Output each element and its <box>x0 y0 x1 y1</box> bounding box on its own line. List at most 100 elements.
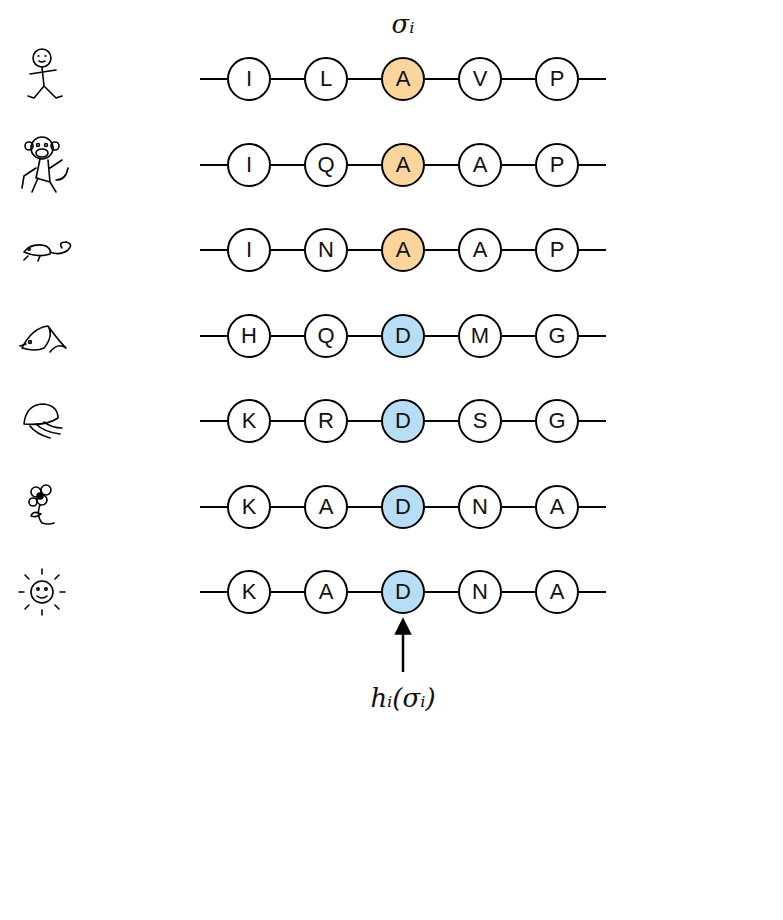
backbone-link <box>271 249 304 251</box>
residue-circle: A <box>458 143 502 187</box>
residue-circle: A <box>304 570 348 614</box>
residue-circle: S <box>458 399 502 443</box>
backbone-link <box>348 335 381 337</box>
backbone-link <box>271 506 304 508</box>
residue-letter: K <box>242 496 257 518</box>
residue-circle: A <box>535 570 579 614</box>
chain-ends <box>200 79 606 592</box>
backbone-link <box>502 335 535 337</box>
residue-letter: A <box>550 581 565 603</box>
residue-letter: K <box>242 581 257 603</box>
residue-letter: A <box>473 154 488 176</box>
residue-letter: S <box>473 410 488 432</box>
residue-letter: D <box>395 496 411 518</box>
residue-letter: V <box>473 68 488 90</box>
residue-letter: D <box>395 410 411 432</box>
residue-letter: P <box>550 239 565 261</box>
residue-letter: A <box>396 154 411 176</box>
residue-circle: A <box>535 485 579 529</box>
jellyfish-icon <box>24 404 62 438</box>
residue-letter: M <box>471 325 489 347</box>
mouse-icon <box>24 242 71 261</box>
backbone-link <box>502 506 535 508</box>
residue-circle: A <box>381 57 425 101</box>
backbone-link <box>502 420 535 422</box>
backbone-link <box>502 249 535 251</box>
site-symbol: σᵢ <box>392 9 415 39</box>
backbone-link <box>271 591 304 593</box>
backbone-link <box>425 335 458 337</box>
residue-circle: G <box>535 314 579 358</box>
residue-circle: N <box>304 228 348 272</box>
residue-letter: D <box>395 581 411 603</box>
sun-icon <box>19 569 65 615</box>
residue-letter: D <box>395 325 411 347</box>
residue-letter: P <box>550 154 565 176</box>
residue-circle: D <box>381 399 425 443</box>
backbone-link <box>502 78 535 80</box>
backbone-link <box>348 249 381 251</box>
field-symbol: hᵢ(σᵢ) <box>370 683 435 713</box>
monkey-icon <box>22 137 68 192</box>
residue-letter: R <box>318 410 334 432</box>
backbone-link <box>348 420 381 422</box>
residue-circle: L <box>304 57 348 101</box>
residue-letter: K <box>242 410 257 432</box>
residue-circle: A <box>458 228 502 272</box>
residue-letter: G <box>548 410 565 432</box>
residue-letter: A <box>473 239 488 261</box>
backbone-link <box>271 335 304 337</box>
residue-circle: A <box>381 143 425 187</box>
residue-circle: M <box>458 314 502 358</box>
residue-letter: Q <box>317 325 334 347</box>
residue-letter: A <box>396 68 411 90</box>
residue-letter: A <box>319 581 334 603</box>
residue-circle: I <box>227 57 271 101</box>
backbone-link <box>348 164 381 166</box>
residue-circle: N <box>458 485 502 529</box>
residue-letter: A <box>396 239 411 261</box>
residue-circle: K <box>227 570 271 614</box>
residue-letter: A <box>550 496 565 518</box>
residue-circle: K <box>227 485 271 529</box>
residue-circle: V <box>458 57 502 101</box>
residue-letter: N <box>472 581 488 603</box>
residue-letter: I <box>246 239 252 261</box>
residue-circle: R <box>304 399 348 443</box>
residue-letter: H <box>241 325 257 347</box>
residue-circle: P <box>535 228 579 272</box>
backbone-link <box>425 164 458 166</box>
residue-circle: A <box>381 228 425 272</box>
residue-circle: D <box>381 314 425 358</box>
flower-icon <box>29 485 54 524</box>
residue-circle: Q <box>304 314 348 358</box>
residue-circle: A <box>304 485 348 529</box>
backbone-link <box>348 506 381 508</box>
residue-circle: I <box>227 143 271 187</box>
backbone-link <box>425 420 458 422</box>
pointer-arrow <box>402 626 405 672</box>
residue-letter: A <box>319 496 334 518</box>
backbone-link <box>425 249 458 251</box>
residue-letter: I <box>246 68 252 90</box>
residue-letter: I <box>246 154 252 176</box>
backbone-link <box>271 420 304 422</box>
residue-circle: H <box>227 314 271 358</box>
backbone-link <box>348 78 381 80</box>
residue-letter: G <box>548 325 565 347</box>
residue-circle: P <box>535 57 579 101</box>
residue-circle: Q <box>304 143 348 187</box>
backbone-link <box>502 591 535 593</box>
residue-circle: K <box>227 399 271 443</box>
human-icon <box>28 49 62 98</box>
residue-circle: N <box>458 570 502 614</box>
residue-circle: I <box>227 228 271 272</box>
fish-icon <box>20 326 66 352</box>
residue-circle: P <box>535 143 579 187</box>
residue-letter: N <box>472 496 488 518</box>
residue-letter: P <box>550 68 565 90</box>
backbone-link <box>502 164 535 166</box>
backbone-link <box>425 591 458 593</box>
